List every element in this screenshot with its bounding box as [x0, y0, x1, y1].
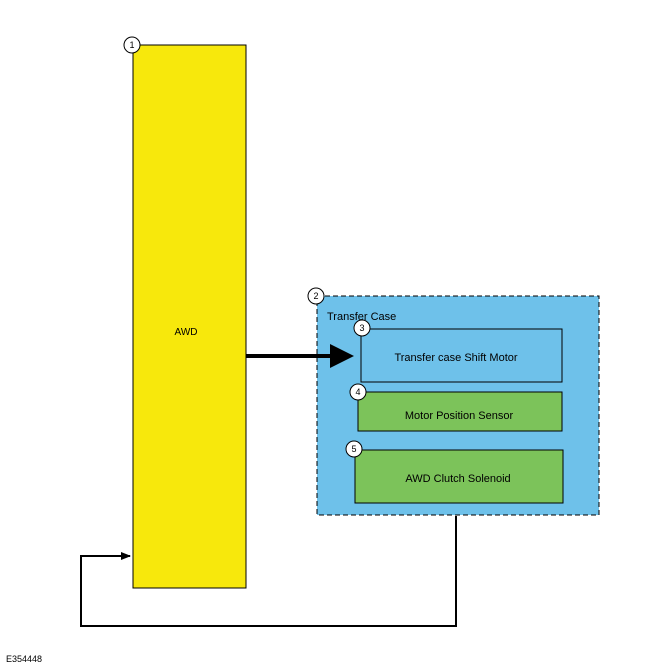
shift-motor-block[interactable]: Transfer case Shift Motor 3	[353, 319, 563, 383]
clutch-solenoid-label: AWD Clutch Solenoid	[405, 473, 510, 485]
callout-4-circle	[349, 383, 367, 401]
awd-module-box	[132, 44, 247, 589]
awd-module-label: AWD	[175, 327, 198, 338]
callout-1-circle	[123, 36, 141, 54]
callout-5: 5	[351, 444, 356, 454]
callout-4: 4	[355, 387, 360, 397]
position-sensor-block[interactable]: Motor Position Sensor 4	[349, 383, 563, 432]
feedback-wire	[80, 516, 457, 627]
position-sensor-box	[357, 391, 563, 432]
callout-2-circle	[307, 287, 325, 305]
callout-5-circle	[345, 440, 363, 458]
callout-3: 3	[359, 323, 364, 333]
shift-motor-label: Transfer case Shift Motor	[394, 352, 517, 364]
transfer-case-label: Transfer Case	[327, 311, 396, 323]
position-sensor-label: Motor Position Sensor	[405, 410, 514, 422]
clutch-solenoid-box	[354, 449, 564, 504]
callout-1: 1	[129, 40, 134, 50]
callout-3-circle	[353, 319, 371, 337]
clutch-solenoid-block[interactable]: AWD Clutch Solenoid 5	[345, 440, 564, 504]
shift-motor-box	[360, 328, 563, 383]
figure-id: E354448	[6, 654, 42, 664]
awd-module-block[interactable]: AWD 1	[123, 36, 247, 589]
callout-2: 2	[313, 291, 318, 301]
